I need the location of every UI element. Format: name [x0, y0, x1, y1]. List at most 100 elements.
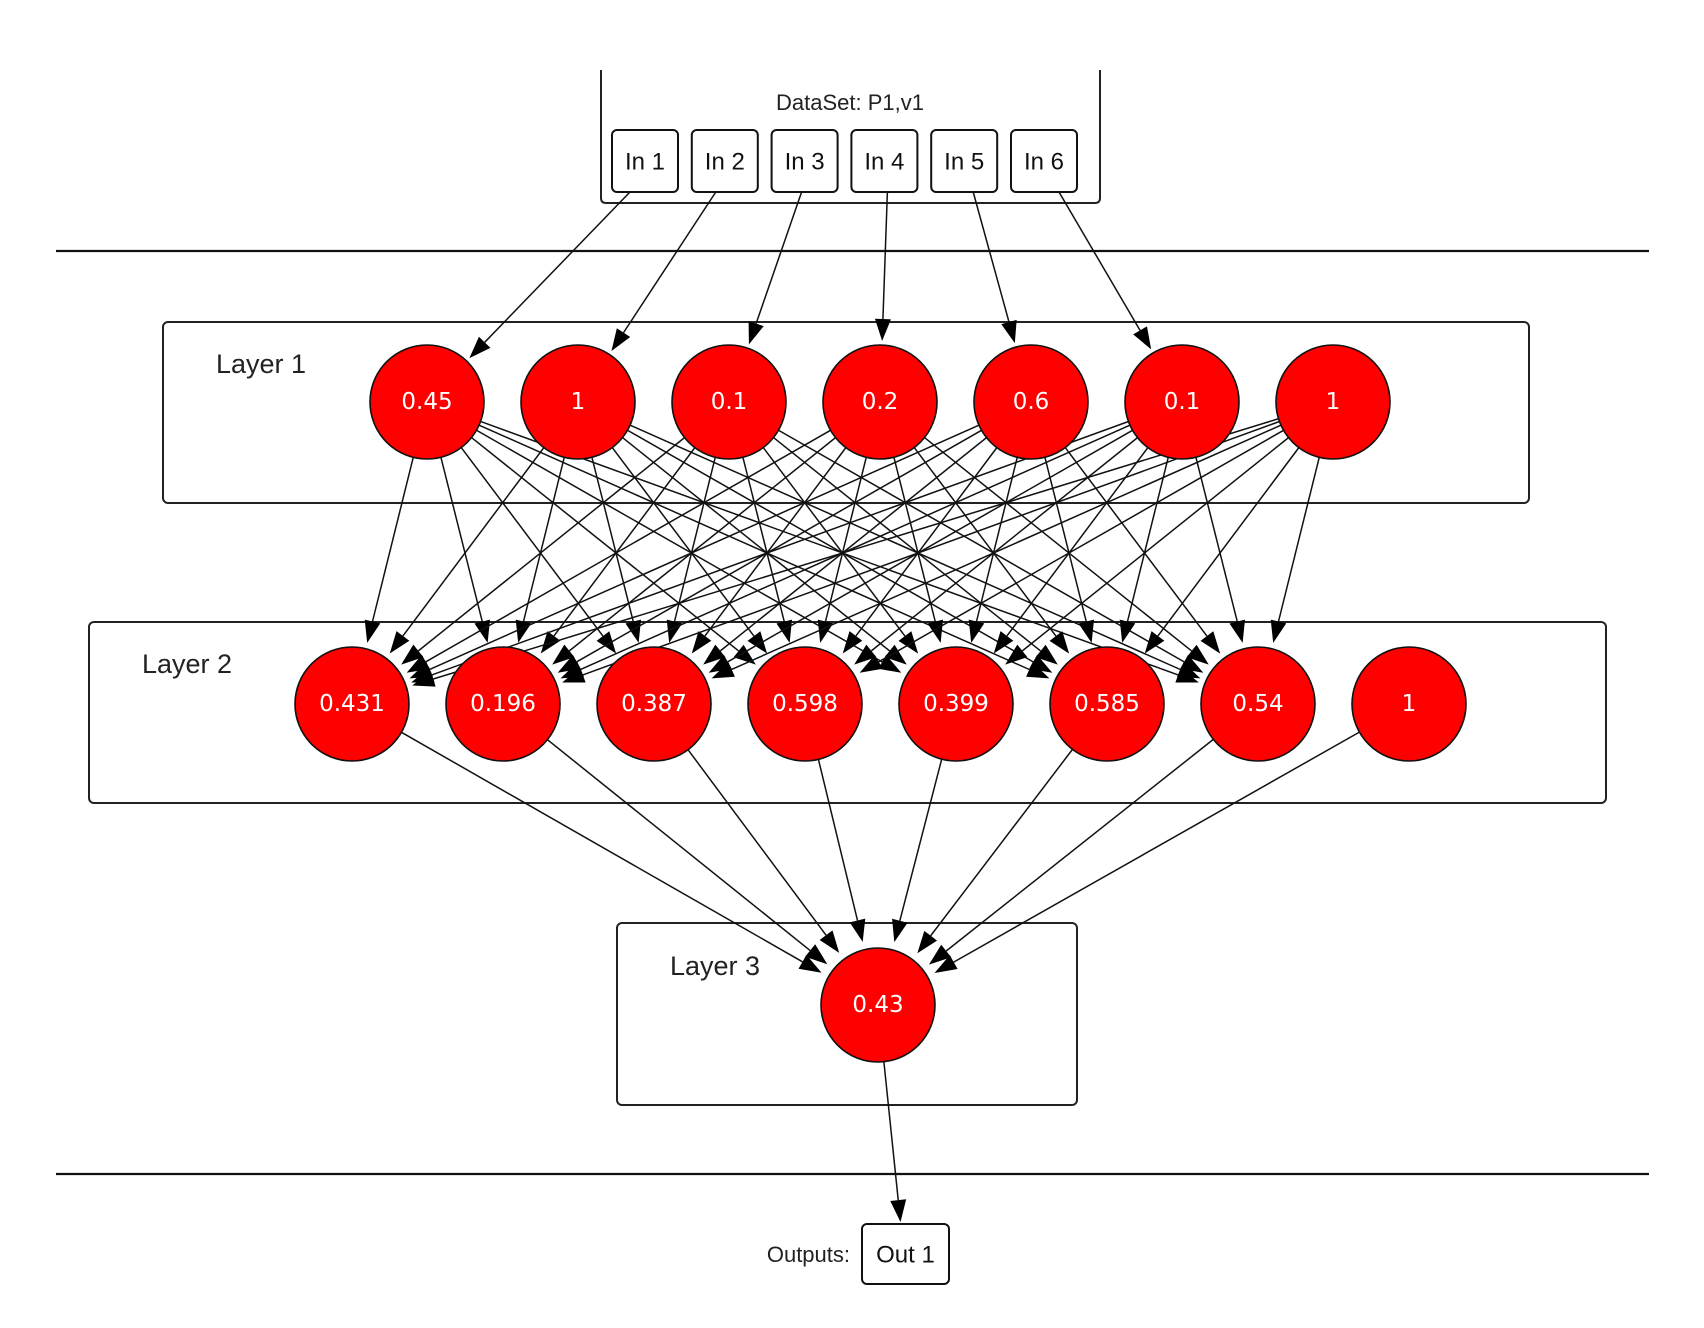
edge-l1-7-to-l2-7-arrowhead	[1270, 619, 1287, 643]
neuron-l1-5[interactable]: 0.6	[973, 344, 1089, 460]
edge-l1-3-to-l2-5-arrowhead	[898, 631, 919, 654]
edge-input-1-to-l1-1	[484, 191, 631, 343]
neuron-circle[interactable]	[822, 344, 938, 460]
edge-l1-5-to-l2-5-arrowhead	[968, 619, 985, 643]
neuron-circle[interactable]	[596, 646, 712, 762]
neuron-circle[interactable]	[294, 646, 410, 762]
neuron-l1-1[interactable]: 0.45	[369, 344, 485, 460]
neuron-l2-4[interactable]: 0.598	[747, 646, 863, 762]
input-node-5[interactable]: In 5	[930, 129, 999, 193]
edge-l1-5-to-l2-5	[975, 457, 1018, 622]
neuron-l1-2[interactable]: 1	[520, 344, 636, 460]
layer-1-container	[162, 321, 1530, 504]
edge-l1-6-to-l2-6-arrowhead	[1119, 619, 1136, 643]
edge-l2-1-to-l3-1	[401, 731, 803, 963]
edge-l2-8-to-l3-1	[953, 731, 1360, 963]
edge-input-5-to-l1-5-arrowhead	[1001, 319, 1017, 344]
edge-l1-7-to-l2-3	[731, 424, 1282, 671]
edge-l1-2-to-l2-5-arrowhead	[884, 644, 907, 665]
edge-l1-4-to-l2-2	[568, 437, 836, 652]
neuron-circle[interactable]	[747, 646, 863, 762]
edge-l1-7-to-l2-5-arrowhead	[1005, 644, 1028, 665]
layer-3-container	[616, 922, 1078, 1106]
input-box[interactable]	[770, 129, 839, 193]
edge-l3-1-to-output-1	[883, 1061, 899, 1201]
edge-l1-1-to-l2-2	[440, 457, 483, 622]
input-box[interactable]	[611, 129, 679, 193]
input-label: In 6	[1024, 149, 1064, 176]
edge-l2-3-to-l3-1	[687, 749, 827, 936]
edge-l2-7-to-l3-1	[945, 738, 1214, 952]
neuron-l2-3[interactable]: 0.387	[596, 646, 712, 762]
edge-l1-5-to-l2-2	[576, 429, 982, 663]
edge-l1-4-to-l2-4	[824, 457, 867, 622]
neuron-l2-8[interactable]: 1	[1351, 646, 1467, 762]
edge-input-1-to-l1-1-arrowhead	[469, 336, 491, 359]
neuron-circle[interactable]	[369, 344, 485, 460]
input-box[interactable]	[930, 129, 999, 193]
neuron-l3-1[interactable]: 0.43	[820, 947, 936, 1063]
edge-input-4-to-l1-4	[882, 191, 889, 320]
neuron-circle[interactable]	[1275, 344, 1391, 460]
edge-l1-2-to-l2-7	[629, 424, 1181, 671]
edge-l1-4-to-l2-4-arrowhead	[817, 619, 834, 643]
edge-l2-5-to-l3-1	[899, 758, 943, 921]
edge-l1-1-to-l2-3-arrowhead	[596, 631, 617, 654]
output-box[interactable]	[861, 1223, 950, 1285]
layer-2-label: Layer 2	[142, 649, 232, 679]
edge-l1-5-to-l2-6	[1044, 457, 1087, 622]
input-label: In 5	[944, 149, 984, 176]
edge-l1-6-to-l2-1	[431, 420, 1129, 676]
edge-l1-6-to-l2-5	[1006, 447, 1149, 637]
edge-l1-2-to-l2-1	[402, 447, 545, 637]
edge-l1-1-to-l2-3	[460, 447, 604, 637]
input-node-6[interactable]: In 6	[1010, 129, 1078, 193]
neuron-l2-2[interactable]: 0.196	[445, 646, 561, 762]
edge-l1-3-to-l2-5	[762, 447, 906, 637]
input-box[interactable]	[690, 129, 759, 193]
neuron-l2-1[interactable]: 0.431	[294, 646, 410, 762]
edge-l1-5-to-l2-7-arrowhead	[1200, 631, 1221, 654]
neuron-l2-6[interactable]: 0.585	[1049, 646, 1165, 762]
edge-l1-3-to-l2-3	[673, 457, 716, 622]
neuron-circle[interactable]	[520, 344, 636, 460]
neuron-circle[interactable]	[973, 344, 1089, 460]
neuron-l2-5[interactable]: 0.399	[898, 646, 1014, 762]
neuron-circle[interactable]	[445, 646, 561, 762]
neuron-l1-4[interactable]: 0.2	[822, 344, 938, 460]
edge-input-2-to-l1-2	[622, 191, 717, 334]
output-boxes: Out 1	[861, 1223, 950, 1285]
neuron-circle[interactable]	[1049, 646, 1165, 762]
neuron-l1-6[interactable]: 0.1	[1124, 344, 1240, 460]
neuron-l1-7[interactable]: 1	[1275, 344, 1391, 460]
input-node-3[interactable]: In 3	[770, 129, 839, 193]
input-box[interactable]	[1010, 129, 1078, 193]
edge-l1-4-to-l2-1	[425, 429, 831, 663]
edge-l1-1-to-l2-4	[471, 436, 740, 652]
neuron-l2-7[interactable]: 0.54	[1200, 646, 1316, 762]
neuron-l1-3[interactable]: 0.1	[671, 344, 787, 460]
input-box[interactable]	[850, 129, 919, 193]
edge-l2-3-to-l3-1-arrowhead	[819, 930, 840, 953]
input-node-2[interactable]: In 2	[690, 129, 759, 193]
neuron-circle[interactable]	[671, 344, 787, 460]
edge-l1-1-to-l2-1-arrowhead	[364, 619, 381, 643]
input-node-1[interactable]: In 1	[611, 129, 679, 193]
edge-l1-6-to-l2-3	[727, 429, 1133, 663]
layer-3-label: Layer 3	[670, 951, 760, 981]
edge-l1-6-to-l2-4	[870, 437, 1138, 652]
neuron-circle[interactable]	[1124, 344, 1240, 460]
edge-l1-4-to-l2-5	[893, 457, 936, 622]
output-node-1[interactable]: Out 1	[861, 1223, 950, 1285]
neuron-circle[interactable]	[1351, 646, 1467, 762]
edge-l1-7-to-l2-2-arrowhead	[562, 667, 586, 683]
neuron-circle[interactable]	[1200, 646, 1316, 762]
edge-l1-3-to-l2-4	[742, 457, 785, 622]
input-node-4[interactable]: In 4	[850, 129, 919, 193]
edge-l1-5-to-l2-6-arrowhead	[1078, 619, 1095, 643]
neuron-circle[interactable]	[820, 947, 936, 1063]
edge-l1-6-to-l2-6	[1126, 457, 1169, 622]
neuron-circle[interactable]	[898, 646, 1014, 762]
